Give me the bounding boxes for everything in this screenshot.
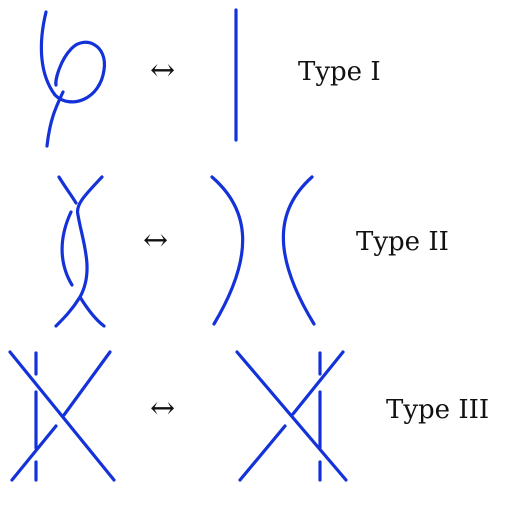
type-3-label: Type III	[386, 395, 489, 425]
type-3-right-configuration	[235, 350, 348, 482]
type-1-left-twist-strand	[39, 10, 106, 148]
type-2-row: ↔ Type II	[54, 175, 449, 328]
type-1-row: ↔ Type I	[39, 8, 381, 148]
type-1-label: Type I	[298, 57, 381, 87]
type-1-equivalence-arrow: ↔	[150, 53, 175, 88]
type-2-right-separated-strands	[210, 175, 316, 326]
type-3-equivalence-arrow: ↔	[150, 391, 175, 426]
type-3-row: ↔ Type III	[8, 350, 489, 482]
type-2-equivalence-arrow: ↔	[143, 223, 168, 258]
type-3-left-configuration	[8, 350, 116, 482]
type-2-left-crossing-pair	[54, 175, 106, 328]
type-2-label: Type II	[356, 227, 449, 257]
